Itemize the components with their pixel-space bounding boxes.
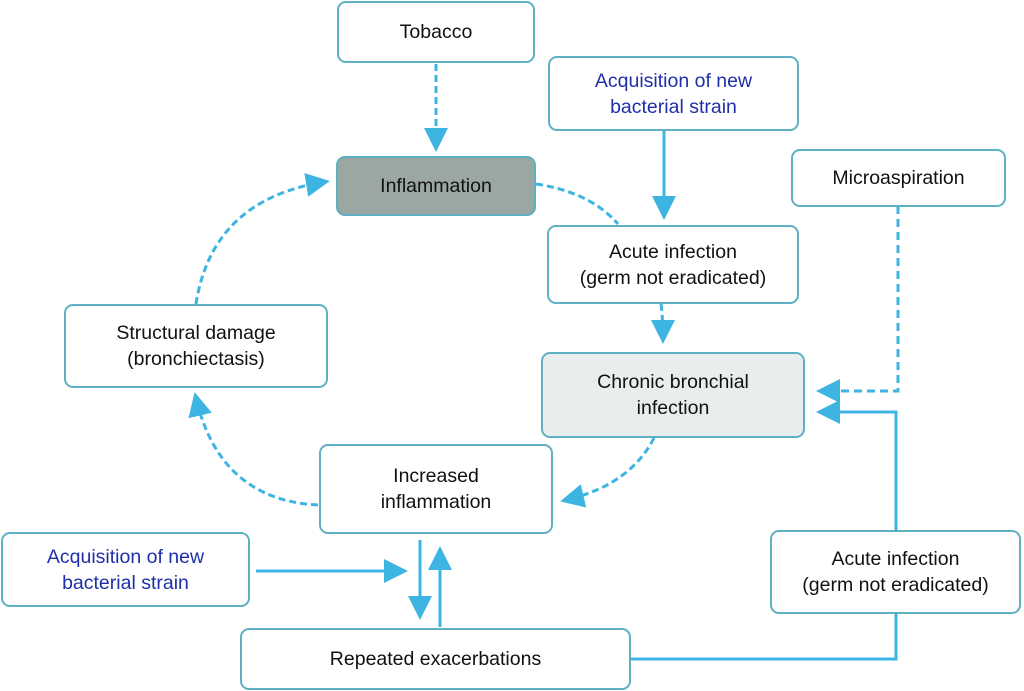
node-acute-infection-bottom: Acute infection (germ not eradicated) — [770, 530, 1021, 614]
edge-structural-inflammation — [194, 173, 330, 305]
node-chronic-bronchial-infection: Chronic bronchial infection — [541, 352, 805, 438]
node-structural-damage: Structural damage (bronchiectasis) — [64, 304, 328, 388]
node-acquisition-new-strain-bottom: Acquisition of new bacterial strain — [1, 532, 250, 607]
edge-inflammation-acute-infection — [535, 182, 620, 225]
node-repeated-exacerbations: Repeated exacerbations — [240, 628, 631, 690]
edge-increased-structural — [188, 392, 319, 507]
edge-repeated-acute-bottom — [630, 614, 898, 661]
edge-chronic-increased-inflammation — [560, 437, 656, 508]
edge-microaspiration-chronic — [816, 206, 900, 403]
node-acute-infection-top: Acute infection (germ not eradicated) — [547, 225, 799, 304]
node-increased-inflammation: Increased inflammation — [319, 444, 553, 534]
node-acquisition-new-strain-top: Acquisition of new bacterial strain — [548, 56, 799, 131]
edge-acute-infection-chronic — [650, 303, 675, 344]
node-inflammation: Inflammation — [336, 156, 536, 216]
edge-acute-bottom-chronic — [816, 400, 898, 530]
node-microaspiration: Microaspiration — [791, 149, 1006, 207]
node-tobacco: Tobacco — [337, 1, 535, 63]
